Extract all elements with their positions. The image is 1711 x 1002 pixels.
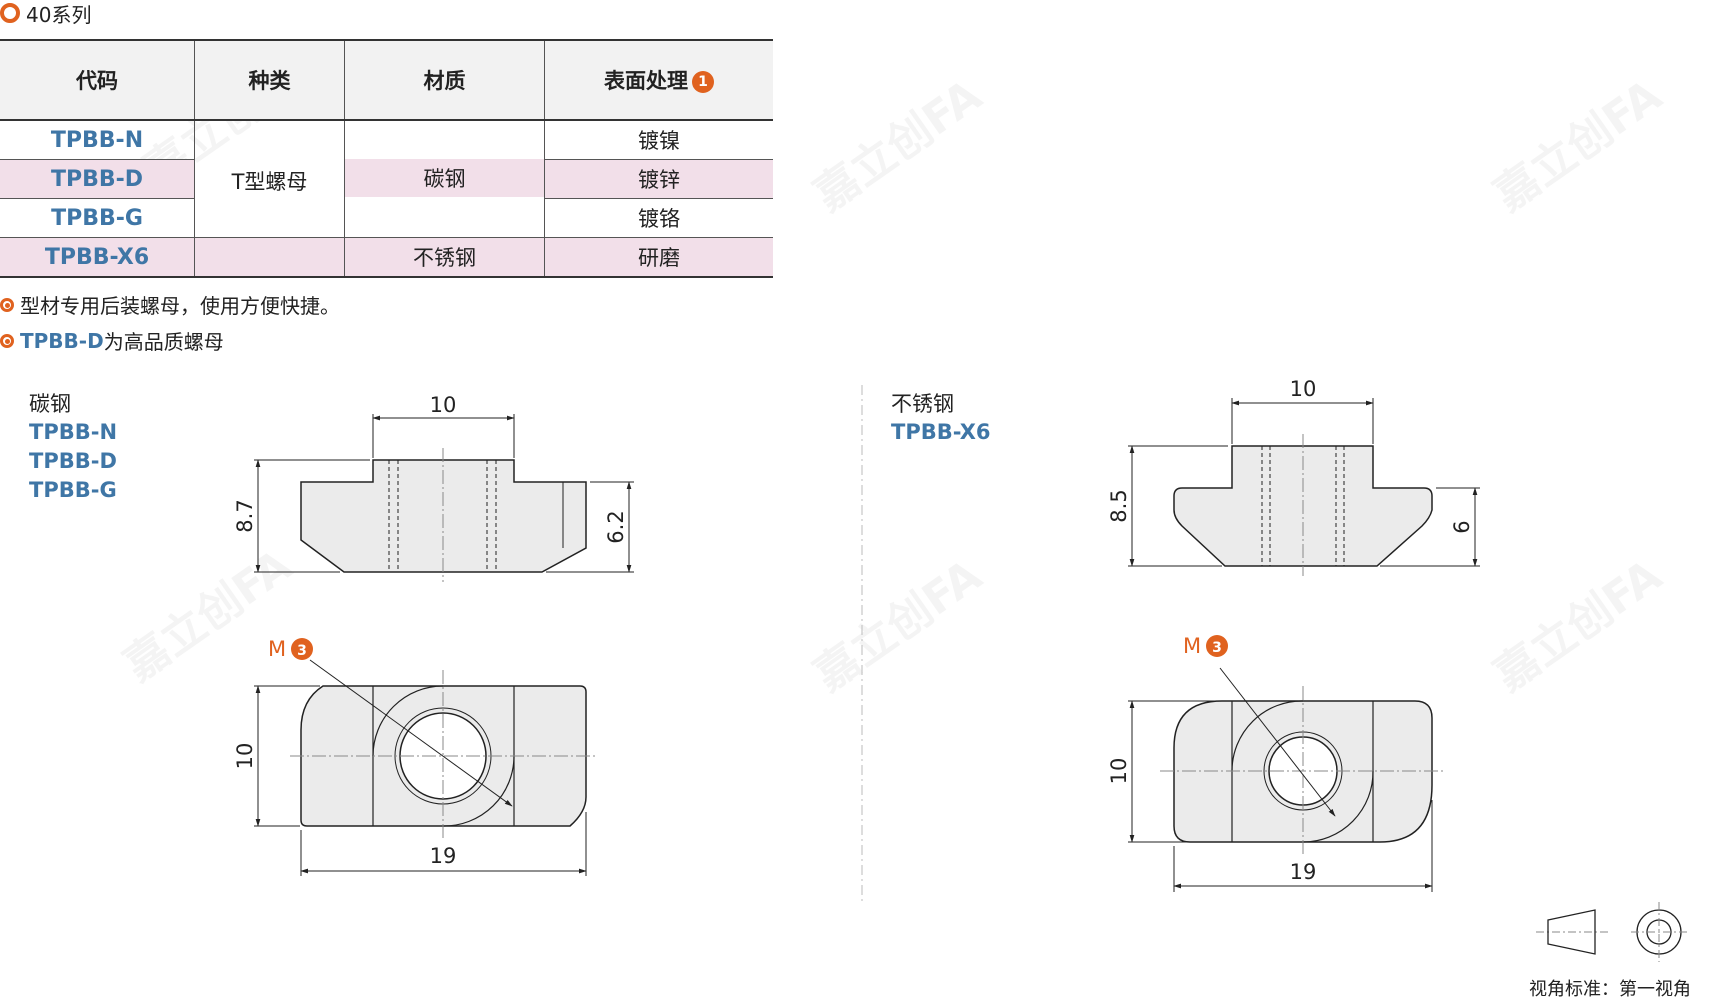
badge-3-icon bbox=[1206, 635, 1228, 657]
series-title: 40系列 bbox=[26, 2, 92, 27]
dim-width: 10 bbox=[1107, 758, 1131, 785]
dim-length: 19 bbox=[430, 844, 457, 868]
code-label: TPBB-N bbox=[29, 420, 118, 444]
material-cell: 不锈钢 bbox=[344, 237, 545, 278]
badge-3-text: 3 bbox=[1212, 640, 1222, 656]
ring-bullet-icon bbox=[0, 3, 20, 23]
thread-label: M bbox=[1183, 634, 1201, 658]
table-row: TPBB-N T型螺母 碳钢 镀镍 bbox=[0, 120, 773, 238]
surface-cell: 研磨 bbox=[544, 237, 773, 278]
thread-label: M bbox=[268, 637, 286, 661]
material-label: 碳钢 bbox=[29, 392, 71, 416]
table-row: TPBB-D 镀锌 bbox=[0, 159, 773, 199]
view-standard-label: 视角标准：第一视角 bbox=[1529, 979, 1691, 1000]
surface-cell: 镀铬 bbox=[544, 198, 773, 238]
note-badge-1: 1 bbox=[692, 71, 714, 93]
dim-side-height: 6 bbox=[1450, 520, 1474, 533]
dim-height: 8.7 bbox=[233, 499, 257, 532]
note-text: 为高品质螺母 bbox=[103, 330, 224, 354]
dim-side-height: 6.2 bbox=[604, 510, 628, 543]
col-header-code: 代码 bbox=[0, 39, 195, 121]
code-label: TPBB-D bbox=[29, 449, 117, 473]
type-cell-empty bbox=[194, 237, 345, 278]
right-top-view bbox=[1128, 667, 1445, 892]
left-side-view bbox=[254, 414, 634, 582]
material-carbon-label: 碳钢 bbox=[423, 167, 466, 191]
code-label: TPBB-G bbox=[29, 478, 117, 502]
surface-cell: 镀锌 bbox=[544, 159, 773, 199]
dim-top-width: 10 bbox=[430, 393, 457, 417]
right-side-view bbox=[1128, 398, 1480, 576]
col-header-material: 材质 bbox=[344, 39, 545, 121]
left-top-view bbox=[254, 659, 598, 876]
surface-cell: 镀镍 bbox=[544, 120, 773, 160]
dim-top-width: 10 bbox=[1290, 377, 1317, 401]
dim-height: 8.5 bbox=[1107, 489, 1131, 522]
dim-width: 10 bbox=[233, 743, 257, 770]
first-angle-projection-icon bbox=[1536, 902, 1690, 962]
note-item: TPBB-D 为高品质螺母 bbox=[0, 326, 224, 355]
right-label-group: 不锈钢 TPBB-X6 bbox=[891, 388, 991, 447]
col-header-type: 种类 bbox=[194, 39, 345, 121]
material-label: 不锈钢 bbox=[891, 392, 954, 416]
code-cell: TPBB-N bbox=[0, 120, 195, 160]
badge-3-icon bbox=[291, 638, 313, 660]
dim-length: 19 bbox=[1290, 860, 1317, 884]
note-item: 型材专用后装螺母，使用方便快捷。 bbox=[0, 290, 340, 319]
code-label: TPBB-X6 bbox=[891, 420, 991, 444]
code-cell: TPBB-D bbox=[0, 159, 195, 199]
note-code: TPBB-D bbox=[20, 328, 104, 353]
badge-3-text: 3 bbox=[297, 643, 307, 659]
note-text: 型材专用后装螺母，使用方便快捷。 bbox=[20, 294, 340, 318]
left-label-group: 碳钢 TPBB-N TPBB-D TPBB-G bbox=[29, 388, 117, 505]
table-row: TPBB-X6 不锈钢 研磨 bbox=[0, 237, 773, 278]
table-row: TPBB-G 镀铬 bbox=[0, 198, 773, 238]
bullet-icon bbox=[0, 333, 14, 348]
code-cell: TPBB-X6 bbox=[0, 237, 195, 278]
material-cell: 碳钢 bbox=[344, 120, 545, 238]
bullet-icon bbox=[0, 297, 14, 312]
series-header: 40系列 bbox=[0, 0, 92, 27]
type-cell: T型螺母 bbox=[194, 120, 345, 238]
code-cell: TPBB-G bbox=[0, 198, 195, 238]
